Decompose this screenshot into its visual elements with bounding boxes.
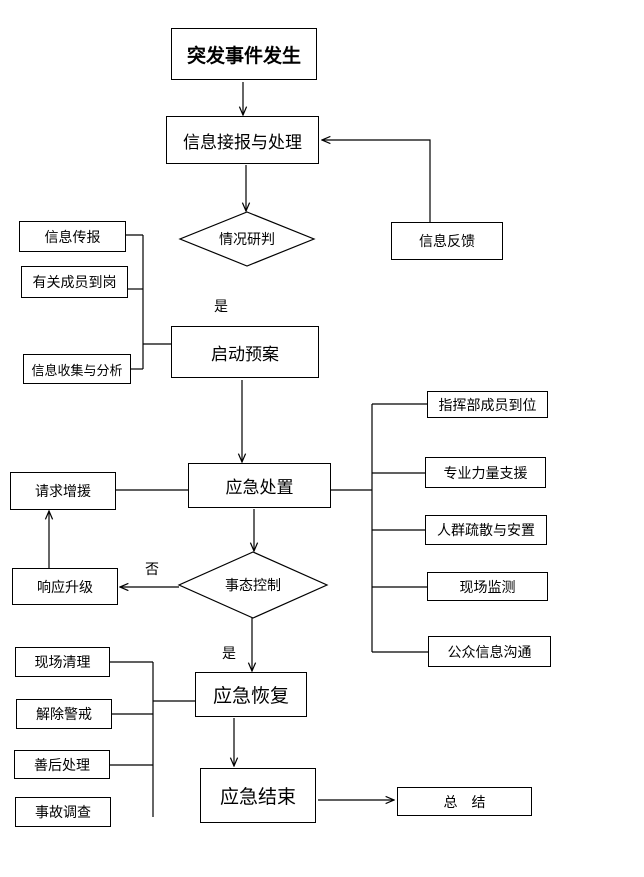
report-node: 信息传报 xyxy=(19,221,126,252)
end-node: 应急结束 xyxy=(200,768,316,823)
evacuate-node: 人群疏散与安置 xyxy=(425,515,547,545)
command-node: 指挥部成员到位 xyxy=(427,391,548,418)
control-decision: 事态控制 xyxy=(225,578,281,594)
investigate-node: 事故调查 xyxy=(15,797,111,827)
receive-node: 信息接报与处理 xyxy=(166,116,319,164)
support-node: 专业力量支援 xyxy=(425,457,546,488)
public-node: 公众信息沟通 xyxy=(428,636,551,667)
reinforce-node: 请求增援 xyxy=(10,472,116,510)
recover-node: 应急恢复 xyxy=(195,672,307,717)
start-node: 突发事件发生 xyxy=(171,28,317,80)
yes-label-2: 是 xyxy=(222,646,236,662)
collect-node: 信息收集与分析 xyxy=(23,354,131,384)
launch-node: 启动预案 xyxy=(171,326,319,378)
monitor-node: 现场监测 xyxy=(427,572,548,601)
staff-node: 有关成员到岗 xyxy=(21,266,128,298)
no-label: 否 xyxy=(145,562,159,578)
feedback-node: 信息反馈 xyxy=(391,222,503,260)
upgrade-node: 响应升级 xyxy=(12,568,118,605)
handle-node: 应急处置 xyxy=(188,463,331,508)
aftermath-node: 善后处理 xyxy=(14,750,110,779)
alert-node: 解除警戒 xyxy=(16,699,112,729)
clean-node: 现场清理 xyxy=(15,647,110,677)
summary-node: 总 结 xyxy=(397,787,532,816)
judge-decision: 情况研判 xyxy=(219,232,275,248)
yes-label: 是 xyxy=(214,299,228,315)
